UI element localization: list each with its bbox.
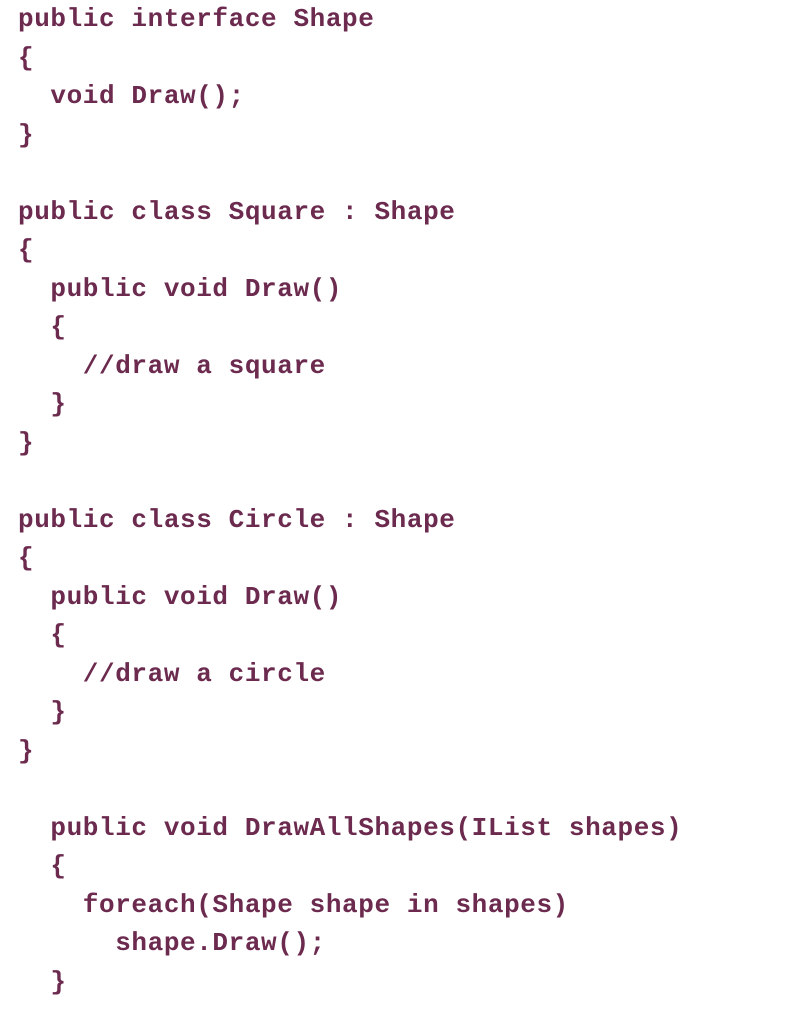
code-line-blank xyxy=(18,462,682,501)
code-line-close-brace: } xyxy=(18,697,67,727)
code-line-open-brace: { xyxy=(18,543,35,573)
code-line-draw-signature: void Draw(); xyxy=(18,81,245,111)
code-line-draw-method: public void Draw() xyxy=(18,581,343,612)
code-line-open-brace: { xyxy=(18,312,67,342)
code-line-open-brace: { xyxy=(18,620,67,650)
code-line-drawallshapes-decl: public void DrawAllShapes(IList shapes) xyxy=(18,812,683,843)
code-line-square-class-decl: public class Square : Shape xyxy=(18,196,456,227)
code-line-circle-class-decl: public class Circle : Shape xyxy=(18,504,456,535)
code-listing: public interface Shape { void Draw(); } … xyxy=(18,0,682,1001)
code-line-foreach: foreach(Shape shape in shapes) xyxy=(18,889,569,920)
code-line-open-brace: { xyxy=(18,235,35,265)
code-line-close-brace: } xyxy=(18,427,35,458)
code-line-close-brace: } xyxy=(18,119,35,150)
code-line-comment: //draw a circle xyxy=(18,658,326,689)
code-line-close-brace: } xyxy=(18,389,67,419)
code-line-draw-call: shape.Draw(); xyxy=(18,928,326,958)
code-line-blank xyxy=(18,154,682,193)
code-line-open-brace: { xyxy=(18,42,35,73)
code-line-draw-method: public void Draw() xyxy=(18,273,343,304)
code-line-blank xyxy=(18,770,682,809)
code-line-interface-decl: public interface Shape xyxy=(18,4,375,34)
code-line-close-brace: } xyxy=(18,735,35,766)
code-line-close-brace: } xyxy=(18,966,67,997)
code-line-open-brace: { xyxy=(18,851,67,881)
code-line-comment: //draw a square xyxy=(18,350,326,381)
